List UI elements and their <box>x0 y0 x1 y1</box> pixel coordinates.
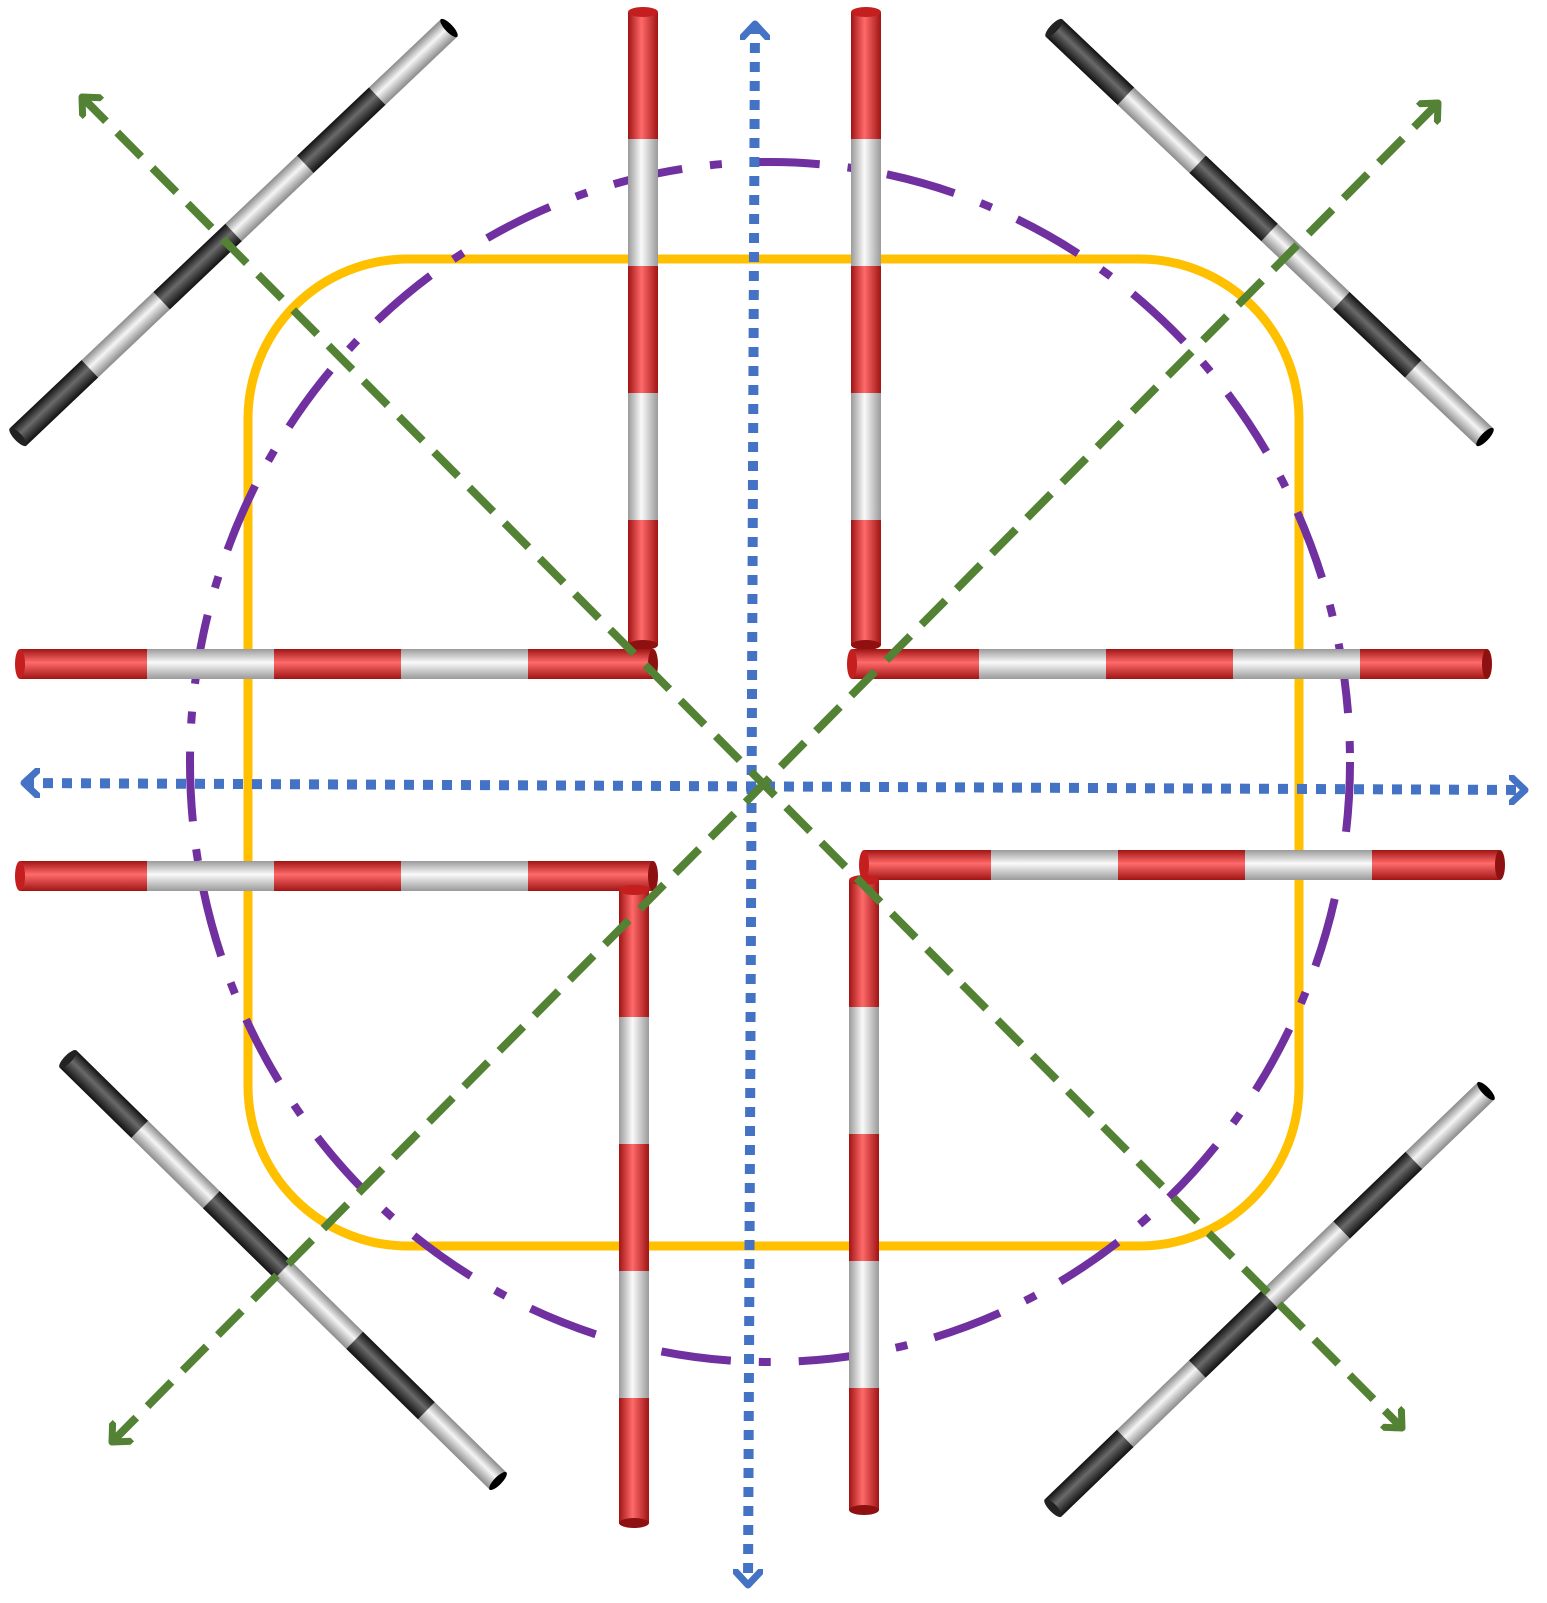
barrier-cap <box>619 885 649 895</box>
barrier-cap <box>847 649 857 679</box>
barrier-segment <box>849 1007 879 1134</box>
barrier-segment <box>1106 649 1233 679</box>
barrier-cap <box>849 1505 879 1515</box>
barrier-cap <box>619 1518 649 1528</box>
barrier-cap <box>15 649 25 679</box>
barrier-cap <box>15 861 25 891</box>
barrier-segment <box>274 861 401 891</box>
barrier-segment <box>849 1388 879 1510</box>
barrier-segment <box>401 861 528 891</box>
barrier-segment <box>851 393 881 520</box>
barrier-segment <box>1372 850 1499 880</box>
barrier-segment <box>1360 649 1487 679</box>
barrier-segment <box>864 850 991 880</box>
barrier-segment <box>147 649 274 679</box>
barrier-cap <box>1482 649 1492 679</box>
barrier-segment <box>619 1017 649 1144</box>
barrier-bottom-left-vertical <box>619 885 649 1528</box>
barrier-segment <box>628 266 658 393</box>
barrier-segment <box>628 12 658 139</box>
barrier-segment <box>619 1144 649 1271</box>
barrier-segment <box>1118 850 1245 880</box>
barrier-cap <box>851 640 881 650</box>
barrier-segment <box>851 139 881 266</box>
barrier-top-left-vertical <box>628 7 658 650</box>
barrier-left-upper-horizontal <box>15 649 658 679</box>
barrier-left-lower-horizontal <box>15 861 658 891</box>
barrier-bottom-right-vertical <box>849 875 879 1515</box>
barrier-segment <box>979 649 1106 679</box>
barrier-segment <box>851 520 881 645</box>
barrier-segment <box>851 266 881 393</box>
barrier-segment <box>628 393 658 520</box>
barrier-segment <box>274 649 401 679</box>
barrier-segment <box>849 1134 879 1261</box>
barrier-segment <box>991 850 1118 880</box>
barrier-segment <box>401 649 528 679</box>
barrier-segment <box>628 139 658 266</box>
barrier-segment <box>20 861 147 891</box>
barrier-segment <box>619 1398 649 1523</box>
barrier-right-lower-horizontal <box>859 850 1505 880</box>
barrier-cap <box>851 7 881 17</box>
barrier-segment <box>528 649 653 679</box>
barrier-right-upper-horizontal <box>847 649 1492 679</box>
barrier-segment <box>20 649 147 679</box>
barrier-segment <box>619 1271 649 1398</box>
barrier-segment <box>1245 850 1372 880</box>
barrier-segment <box>628 520 658 645</box>
barrier-segment <box>849 1261 879 1388</box>
barrier-top-right-vertical <box>851 7 881 650</box>
barrier-segment <box>147 861 274 891</box>
barrier-segment <box>851 12 881 139</box>
barrier-cap <box>1495 850 1505 880</box>
barrier-segment <box>1233 649 1360 679</box>
barrier-cap <box>628 7 658 17</box>
